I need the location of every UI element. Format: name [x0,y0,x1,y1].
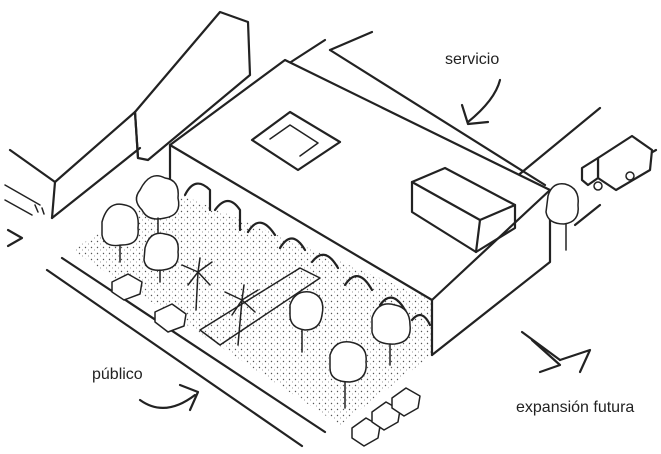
arcade-facade [183,182,432,327]
tree [289,291,324,353]
car [154,303,187,333]
tree [329,341,367,409]
trees [101,175,579,409]
tree [143,232,179,283]
neighbor-buildings [4,10,252,248]
car [111,273,143,301]
expansion-arrow [520,330,592,374]
expansion-label: expansión futura [516,399,635,416]
main-building [168,58,552,357]
palm-tree [224,284,259,346]
service-arrow [460,78,502,126]
tree [101,203,139,263]
palm-tree [181,257,213,311]
tree [371,303,411,366]
car [391,387,421,417]
public-arrow [138,383,200,412]
tree [545,183,579,251]
tree [135,175,180,241]
public-label: público [92,366,143,383]
service-label: servicio [445,51,500,68]
car [351,417,381,447]
truck [580,134,654,192]
cars [111,273,421,447]
